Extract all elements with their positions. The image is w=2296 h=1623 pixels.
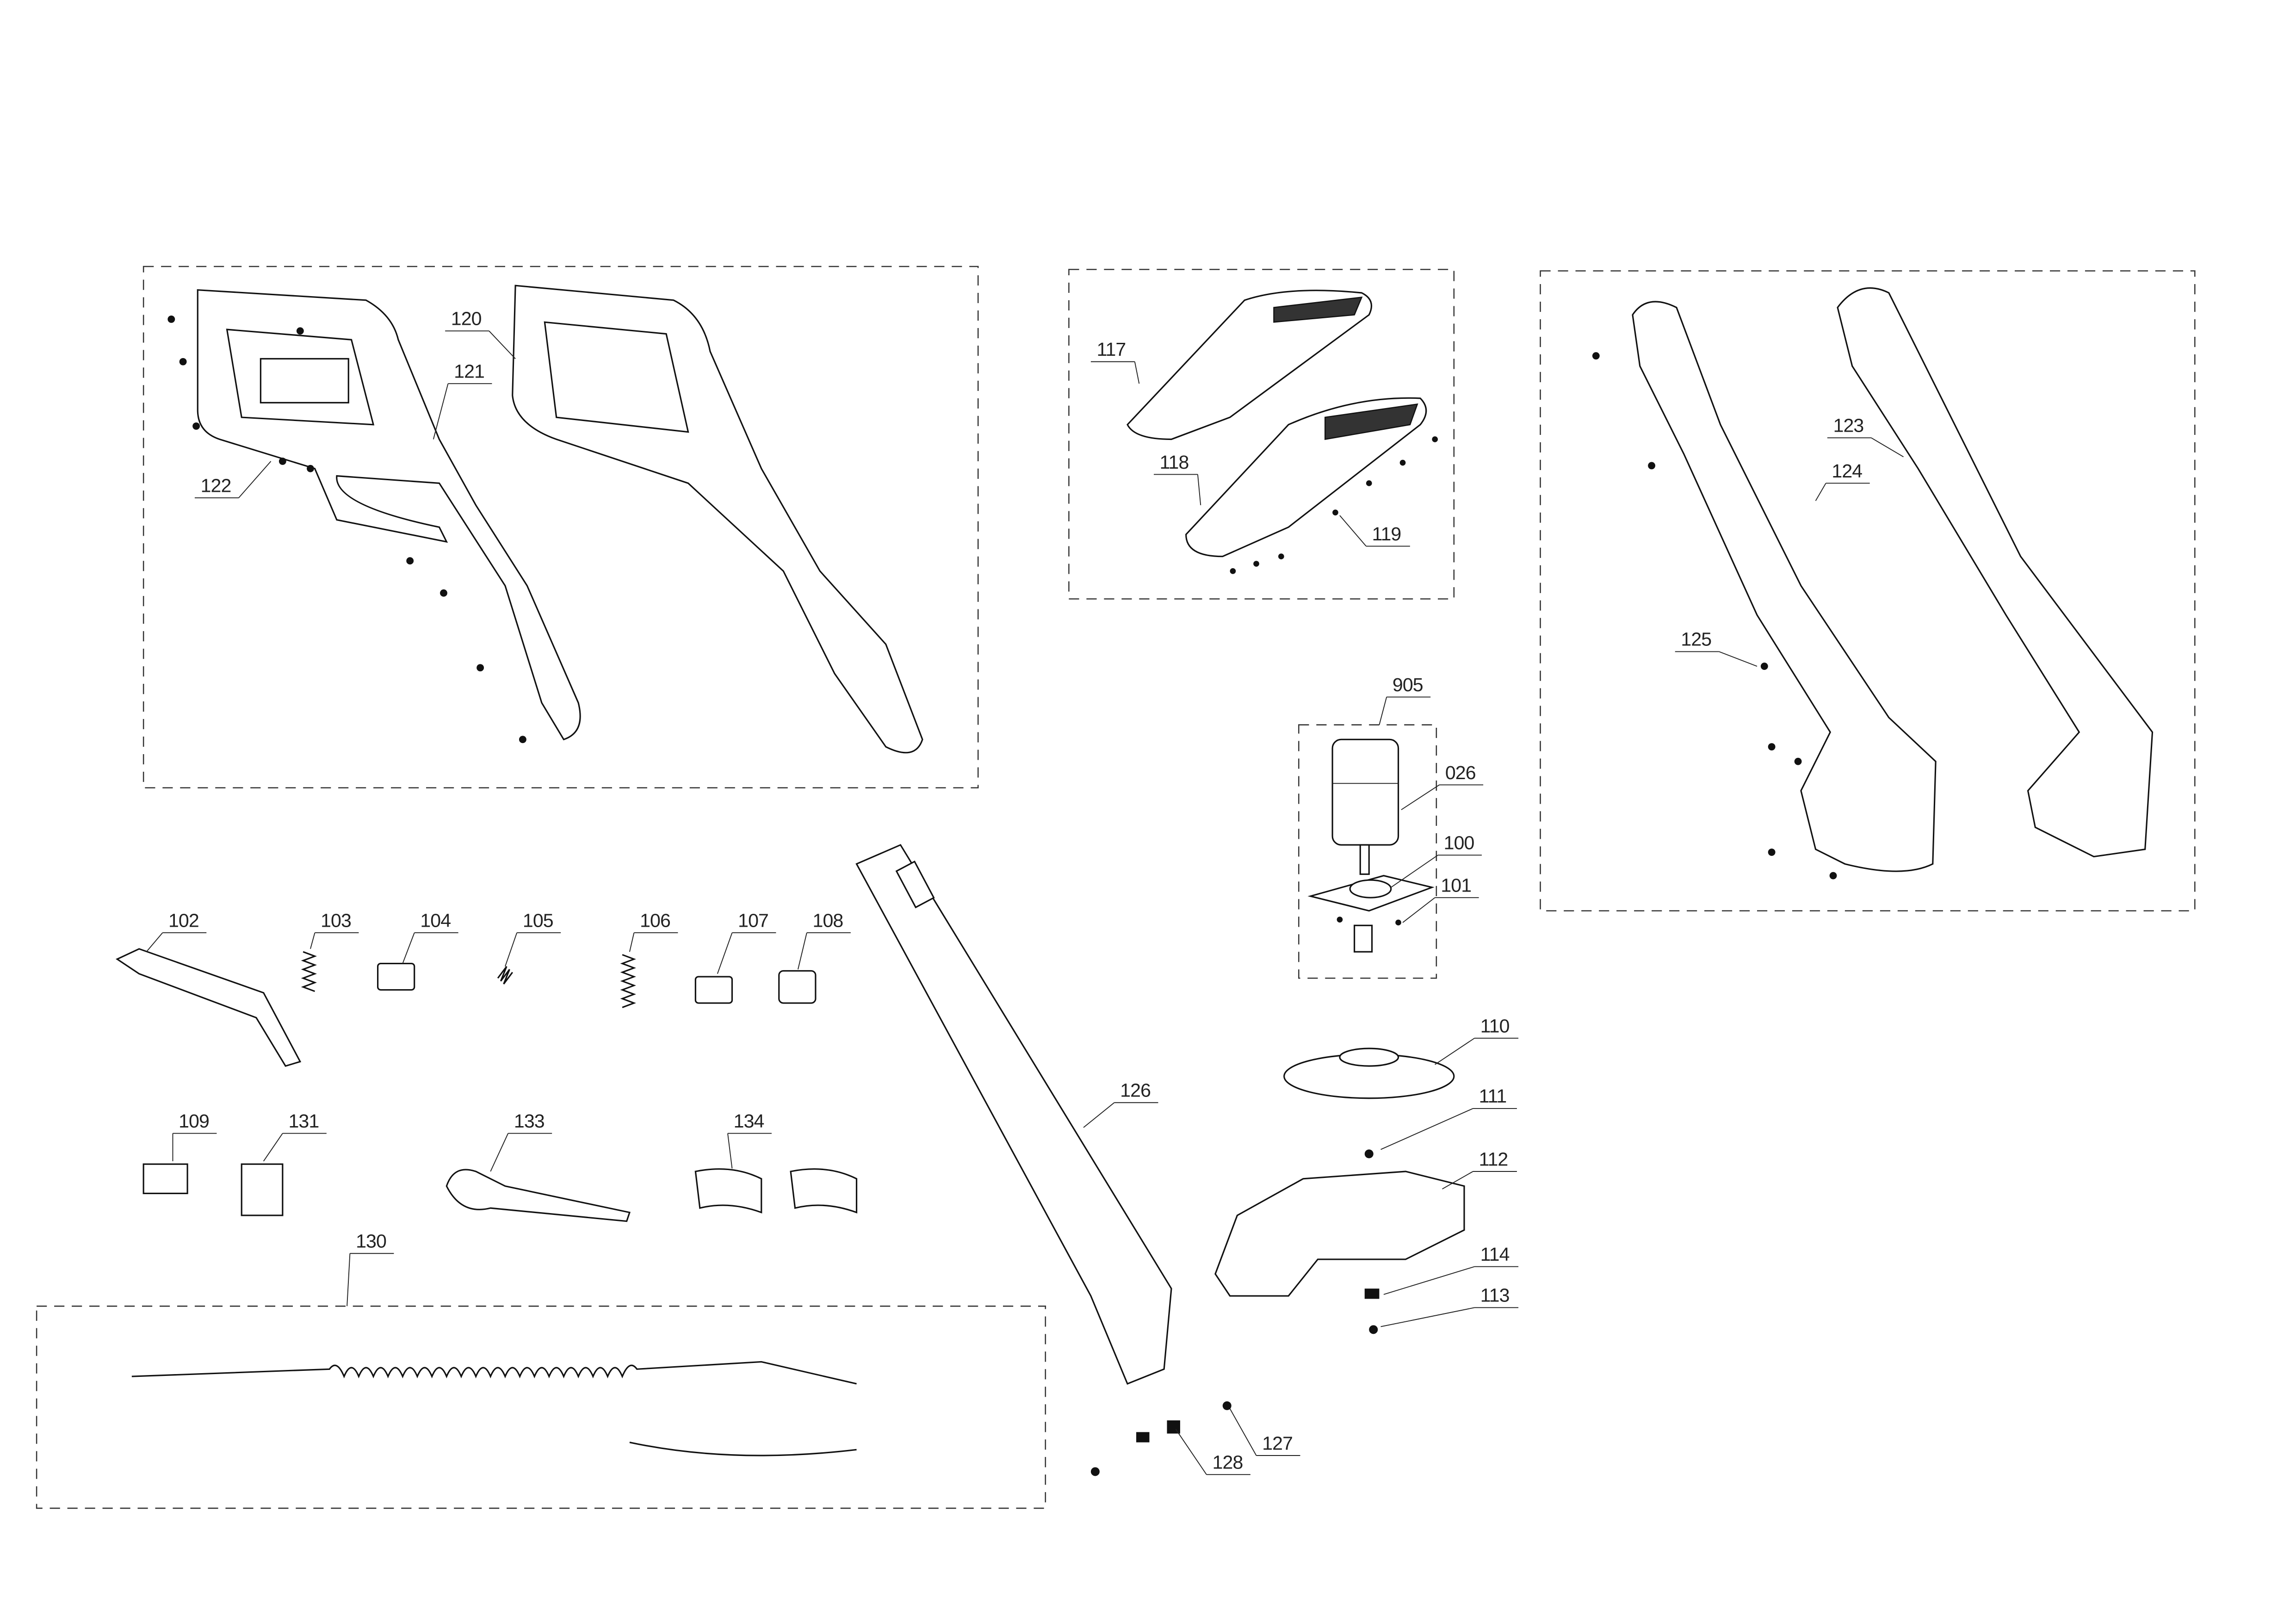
- board-131: [241, 1163, 284, 1216]
- part-label-134: 134: [734, 1110, 764, 1132]
- part-label-122: 122: [201, 475, 231, 496]
- part-label-124: 124: [1832, 460, 1862, 482]
- leader-line: [433, 383, 492, 440]
- handle-left-half: [197, 289, 581, 741]
- leader-line: [727, 1133, 772, 1169]
- part-label-126: 126: [1120, 1080, 1151, 1101]
- leader-line: [1083, 1102, 1158, 1128]
- part-label-101: 101: [1441, 874, 1471, 896]
- leader-line: [798, 932, 851, 970]
- leader-line: [1402, 897, 1479, 923]
- switch-107: [694, 976, 733, 1004]
- leader-line: [1229, 1408, 1300, 1456]
- leader-line: [1827, 437, 1904, 458]
- group-box-cable: [36, 1305, 1046, 1509]
- leader-line: [194, 461, 272, 499]
- part-label-107: 107: [738, 910, 768, 931]
- part-label-117: 117: [1097, 339, 1126, 360]
- part-label-905: 905: [1392, 674, 1423, 695]
- part-label-109: 109: [179, 1110, 209, 1132]
- part-label-104: 104: [420, 910, 451, 931]
- switch-109: [142, 1163, 188, 1195]
- coiled-cable: [131, 1361, 857, 1385]
- leader-line: [1815, 483, 1870, 501]
- part-label-121: 121: [454, 361, 484, 382]
- part-label-102: 102: [168, 910, 199, 931]
- leader-line: [1380, 1307, 1519, 1327]
- screws: [167, 316, 1837, 1476]
- part-label-131: 131: [289, 1110, 319, 1132]
- guard: [1214, 1171, 1465, 1297]
- lock-part: [377, 962, 415, 991]
- leader-line: [1442, 1171, 1517, 1189]
- leader-line: [1339, 515, 1410, 547]
- part-label-130: 130: [356, 1231, 386, 1252]
- leader-line: [1401, 784, 1484, 811]
- part-label-110: 110: [1480, 1015, 1510, 1036]
- leader-line: [1380, 1108, 1517, 1150]
- leader-line: [1383, 1266, 1519, 1295]
- clip-134-a: [694, 1168, 762, 1214]
- grip-cover-bottom: [1185, 397, 1427, 558]
- part-label-026: 026: [1445, 762, 1476, 783]
- spring-106: [620, 954, 636, 1009]
- motor-housing-right: [1837, 287, 2154, 858]
- leader-line: [146, 932, 207, 952]
- motor: [1307, 738, 1435, 953]
- leader-line: [402, 932, 458, 964]
- part-label-127: 127: [1262, 1432, 1293, 1454]
- handle-right-half: [512, 285, 923, 754]
- group-box-motor: [1298, 724, 1437, 979]
- part-label-133: 133: [514, 1110, 545, 1132]
- leader-line: [172, 1133, 217, 1161]
- part-label-105: 105: [523, 910, 553, 931]
- leader-line: [1175, 1429, 1250, 1475]
- part-label-108: 108: [813, 910, 843, 931]
- part-label-128: 128: [1213, 1451, 1243, 1473]
- wrench-133: [446, 1169, 631, 1222]
- part-label-103: 103: [321, 910, 351, 931]
- part-label-119: 119: [1372, 523, 1401, 545]
- group-box-motor-housing: [1540, 270, 2196, 911]
- part-label-113: 113: [1480, 1285, 1510, 1306]
- part-label-118: 118: [1160, 452, 1189, 473]
- leader-line: [1435, 1038, 1519, 1065]
- spring-105: [497, 966, 514, 985]
- short-wire: [629, 1441, 857, 1456]
- leader-line: [1379, 696, 1431, 725]
- part-label-100: 100: [1444, 832, 1474, 854]
- leader-line: [263, 1133, 327, 1162]
- leader-line: [717, 932, 776, 974]
- leader-line: [445, 330, 516, 359]
- leader-line: [629, 932, 678, 952]
- clip-134-b: [790, 1168, 858, 1214]
- part-label-111: 111: [1479, 1085, 1507, 1107]
- part-label-120: 120: [451, 308, 482, 329]
- switch-108: [778, 970, 817, 1004]
- part-label-125: 125: [1681, 629, 1711, 650]
- trigger-part: [115, 948, 302, 1067]
- grip-cover-top: [1126, 290, 1373, 440]
- group-box-grip: [1068, 269, 1455, 600]
- leader-line: [1154, 474, 1201, 506]
- part-label-106: 106: [640, 910, 670, 931]
- spring-103: [301, 951, 317, 992]
- leader-line: [347, 1253, 394, 1307]
- leader-line: [1391, 855, 1482, 888]
- leader-line: [490, 1133, 552, 1172]
- shaft-tube: [855, 844, 1172, 1385]
- leader-line: [505, 932, 561, 967]
- leader-line: [310, 932, 359, 949]
- leader-line: [1090, 361, 1140, 384]
- part-label-123: 123: [1833, 415, 1864, 436]
- part-label-112: 112: [1479, 1148, 1508, 1170]
- part-label-114: 114: [1480, 1244, 1510, 1265]
- leader-line: [1675, 651, 1758, 667]
- group-box-handle: [142, 266, 979, 789]
- motor-housing-left: [1632, 301, 1937, 872]
